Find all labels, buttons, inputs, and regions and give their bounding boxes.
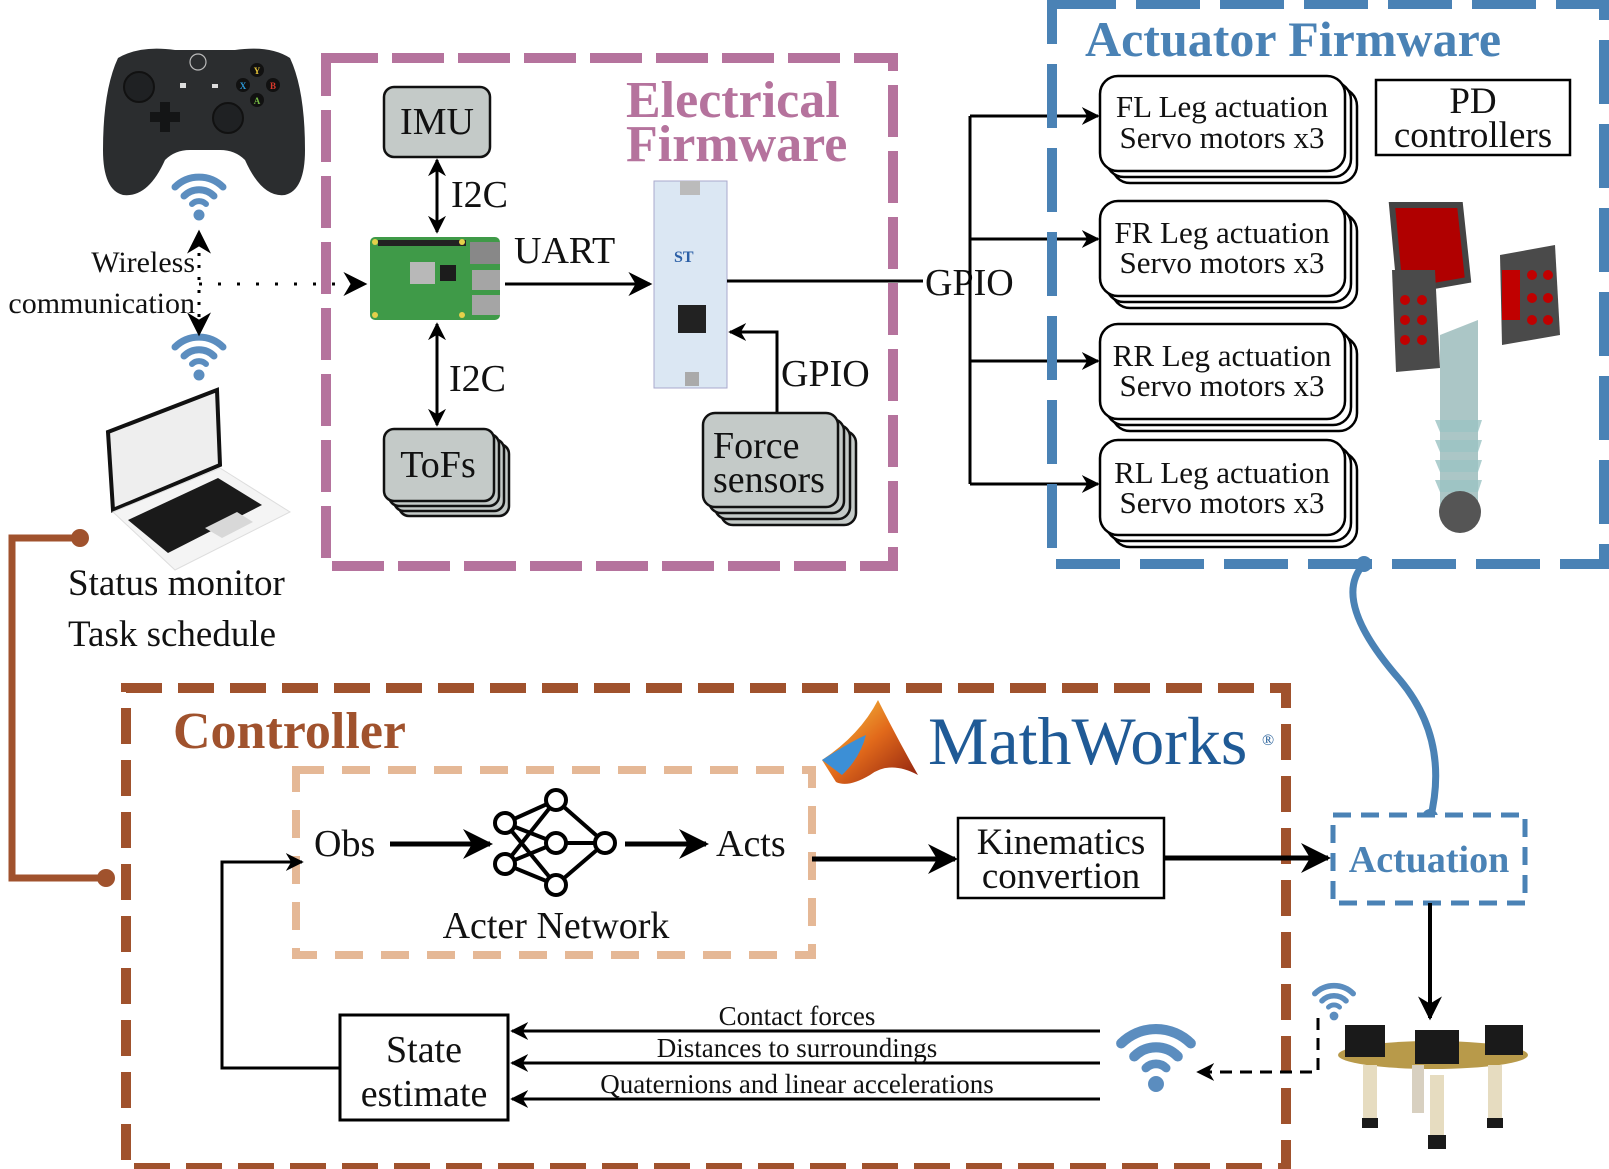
robot-telemetry-arrow: [1196, 1018, 1320, 1081]
pd-line1: PD: [1449, 81, 1496, 122]
leg-rl-line1: RL Leg actuation: [1114, 455, 1330, 490]
leg-fr-line1: FR Leg actuation: [1114, 215, 1330, 250]
robot-photo: [1338, 1025, 1528, 1149]
electrical-firmware-boundary: [321, 53, 898, 571]
leg-rr-line2: Servo motors x3: [1120, 368, 1325, 403]
signal-quaternions: Quaternions and linear accelerations: [600, 1069, 994, 1099]
state-line2: estimate: [361, 1073, 488, 1115]
force-label-line2: sensors: [713, 459, 825, 501]
laptop-icon: [105, 387, 292, 571]
electrical-title-line2: Firmware: [626, 116, 847, 173]
obs-label: Obs: [314, 823, 375, 865]
actuation-box: Actuation: [1330, 812, 1528, 906]
link-endpoint-actuator: [1356, 556, 1372, 572]
leg-rr-line1: RR Leg actuation: [1113, 338, 1332, 373]
imu-label: IMU: [400, 101, 474, 143]
state-line1: State: [386, 1029, 462, 1071]
kinematics-line2: convertion: [982, 856, 1140, 897]
leg-rl-stack: RL Leg actuation Servo motors x3: [1098, 438, 1359, 549]
acts-label: Acts: [716, 823, 786, 865]
status-monitor-label: Status monitor: [68, 563, 285, 604]
nucleo-board: ST: [653, 180, 728, 389]
actuator-firmware-boundary: [1047, 0, 1609, 569]
kinematics-line1: Kinematics: [977, 822, 1146, 863]
state-feedback-arrow: [220, 853, 340, 1070]
i2c-top-label: I2C: [451, 174, 508, 216]
wifi-icon-laptop: [175, 337, 223, 380]
pd-controllers-box: PD controllers: [1374, 78, 1572, 157]
leg-rl-line2: Servo motors x3: [1120, 485, 1325, 520]
actuator-title: Actuator Firmware: [1085, 11, 1501, 67]
mathworks-brand: MathWorks: [928, 703, 1247, 779]
neural-network-icon: [493, 788, 617, 897]
link-endpoint-controller: [97, 869, 115, 887]
leg-fr-stack: FR Leg actuation Servo motors x3: [1098, 199, 1359, 310]
gamepad-icon: Y X B A: [103, 48, 305, 196]
force-label-line1: Force: [713, 425, 800, 467]
wifi-icon-base: [1121, 1029, 1191, 1091]
svg-text:B: B: [270, 81, 276, 91]
actuator-to-actuation-link: [1349, 561, 1440, 821]
imu-module: IMU: [382, 85, 492, 159]
wireless-label: Wireless: [91, 246, 195, 279]
leg-fl-line2: Servo motors x3: [1120, 120, 1325, 155]
controller-boundary: [121, 683, 1291, 1169]
gpio-force-arrow: [728, 323, 779, 416]
leg-cad-model: [1388, 202, 1560, 533]
task-schedule-label: Task schedule: [68, 614, 276, 655]
svg-text:X: X: [240, 81, 247, 91]
leg-fl-stack: FL Leg actuation Servo motors x3: [1098, 74, 1359, 185]
link-endpoint-laptop: [71, 529, 89, 547]
svg-text:A: A: [254, 96, 261, 106]
raspberry-pi-board: [370, 237, 500, 320]
i2c-bottom-label: I2C: [449, 358, 506, 400]
actuation-label: Actuation: [1349, 839, 1509, 881]
wifi-icon-gamepad: [175, 177, 223, 220]
signal-contact-forces: Contact forces: [719, 1001, 876, 1031]
electrical-title-line1: Electrical: [626, 72, 840, 129]
uart-label: UART: [514, 230, 615, 272]
laptop-controller-link: [8, 534, 108, 882]
leg-rr-stack: RR Leg actuation Servo motors x3: [1098, 322, 1359, 433]
wifi-icon-robot: [1315, 986, 1353, 1020]
tofs-module-stack: ToFs: [382, 427, 511, 518]
force-sensors-stack: Force sensors: [701, 411, 858, 527]
network-label: Acter Network: [443, 905, 670, 947]
gpio-in-label: GPIO: [781, 353, 870, 395]
registered-mark: ®: [1262, 732, 1274, 749]
state-estimate-box: State estimate: [338, 1013, 510, 1122]
kinematics-box: Kinematics convertion: [956, 816, 1166, 900]
pd-line2: controllers: [1394, 115, 1552, 156]
svg-text:Y: Y: [254, 66, 261, 76]
tofs-label: ToFs: [400, 444, 475, 486]
leg-fl-line1: FL Leg actuation: [1116, 89, 1329, 124]
communication-label: communication: [8, 287, 195, 320]
controller-title: Controller: [173, 703, 406, 760]
signal-distances: Distances to surroundings: [657, 1033, 937, 1063]
matlab-logo-icon: [822, 700, 918, 784]
svg-text:ST: ST: [674, 249, 694, 266]
leg-fr-line2: Servo motors x3: [1120, 245, 1325, 280]
